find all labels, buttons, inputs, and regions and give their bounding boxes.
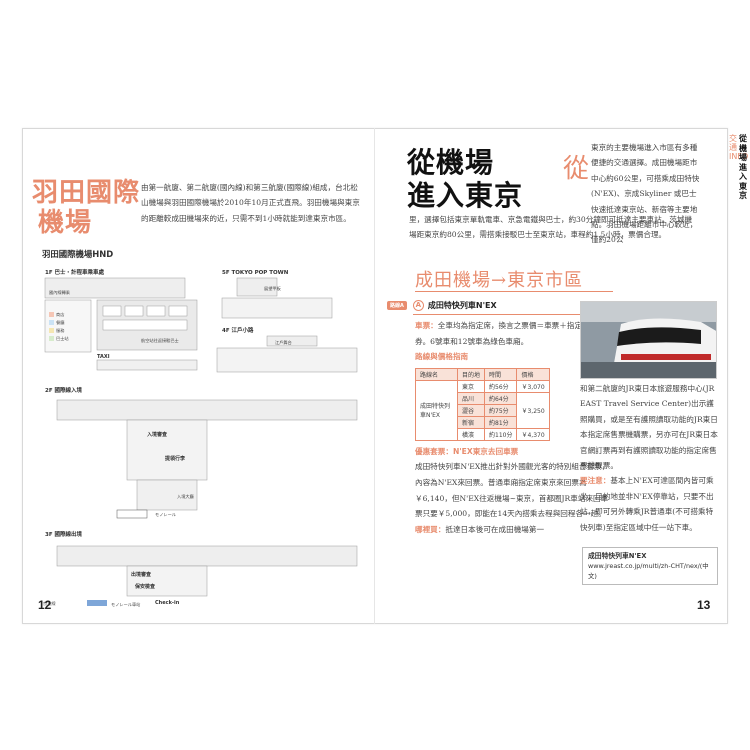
where-label: 哪裡買： [415, 524, 446, 534]
ticket-text: 全車均為指定席，換言之票價＝車票＋指定席特急券。6號車和12號車為綠色車廂。 [415, 321, 605, 346]
left-page: 羽田國際 機場 由第一航廈、第二航廈(國內線)和第三航廈(國際線)組成，台北松山… [22, 128, 374, 624]
floor-map-svg: 1F 巴士・計程車乘車處 國內線轉乘 商店 餐廳 服務 巴士站 TAXI 航空站… [43, 268, 358, 608]
notice-label: 要注意： [580, 476, 611, 486]
train-illustration [581, 302, 716, 378]
purchase-text: 和第二航廈的JR東日本旅遊服務中心(JR EAST Travel Service… [580, 384, 718, 471]
airport-floor-map: 1F 巴士・計程車乘車處 國內線轉乘 商店 餐廳 服務 巴士站 TAXI 航空站… [37, 260, 367, 612]
floor-4f-label: 4F 江戶小路 [222, 326, 254, 334]
page-number-right: 13 [697, 598, 711, 612]
price-table: 路線名 目的地 時間 價格 成田特快列車N'EX 東京 約56分 ￥3,070 … [415, 367, 550, 441]
info-url[interactable]: www.jreast.co.jp/multi/zh-CHT/nex/(中文) [588, 562, 709, 580]
th-route: 路線名 [415, 367, 458, 381]
domestic-bus-label: 國內線轉乘 [49, 289, 71, 296]
legend-restaurant: 餐廳 [56, 319, 65, 326]
section-underline [415, 291, 613, 292]
time-cell: 約56分 [484, 379, 518, 393]
taxi-label: TAXI [97, 354, 110, 360]
where-paragraph: 哪裡買：抵達日本後可在成田機場第一 [387, 522, 615, 538]
route-title: 成田特快列車N'EX [427, 301, 497, 310]
train-photo [580, 301, 717, 379]
departure-label: 出境審查 [131, 571, 152, 578]
promo-heading: 優惠套票：N'EX東京去回車票 [387, 444, 615, 460]
time-cell: 約81分 [484, 415, 518, 429]
price-cell: ￥3,070 [516, 379, 550, 393]
intro-side-text: 東京的主要機場進入市區有多種便捷的交通選擇。成田機場距市中心約60公里，可搭乘成… [591, 143, 700, 245]
floor-3f-label: 3F 國際線出境 [45, 530, 82, 538]
th-dest: 目的地 [456, 367, 486, 381]
dest-cell: 品川 [456, 391, 486, 405]
intro-full-text: 里，選擇包括東京單軌電車、京急電鐵與巴士，約30分鐘即可抵達主要車站。茨城機場距… [409, 215, 693, 240]
price-cell: ￥3,250 [516, 391, 550, 429]
keikyu-label: 京急線 [43, 600, 56, 607]
title-line-1: 羽田國際 [32, 178, 141, 208]
edo-stage-label: 江戶舞台 [275, 339, 292, 346]
table-header-row: 路線名 目的地 時間 價格 [415, 367, 550, 381]
floor-1f-label: 1F 巴士・計程車乘車處 [45, 268, 104, 276]
info-box: 成田特快列車N'EX www.jreast.co.jp/multi/zh-CHT… [582, 547, 718, 585]
page-title-line-2: 進入東京 [407, 179, 524, 212]
promo-label: 優惠套票：N'EX東京去回車票 [415, 446, 519, 456]
promo-text: 成田特快列車N'EX推出針對外國觀光客的特別組合套票，內容為N'EX來回票。普通… [415, 462, 610, 519]
arrival-lobby-label: 入境大廳 [177, 493, 195, 500]
where-text: 抵達日本後可在成田機場第一 [445, 524, 545, 534]
price-guide-heading: 路線與價格指南 [387, 349, 615, 365]
page-title-line-1: 從機場 [407, 146, 495, 179]
monorail-station-label: モノレール車站 [111, 601, 140, 608]
legend-service: 服務 [56, 327, 65, 334]
haneda-body-text: 由第一航廈、第二航廈(國內線)和第三航廈(國際線)組成，台北松山機場與羽田國際機… [141, 183, 360, 223]
floor-5f-label: 5F TOKYO POP TOWN [222, 270, 289, 276]
route-heading: 路線A A 成田特快列車N'EX [387, 300, 615, 311]
side-tab: 交通INFO 從機場進入東京 [726, 128, 750, 304]
route-circle-icon: A [412, 300, 424, 311]
page-number-left: 12 [38, 598, 52, 612]
ticket-paragraph: 車票：全車均為指定席，換言之票價＝車票＋指定席特急券。6號車和12號車為綠色車廂… [387, 318, 615, 349]
price-guide-label: 路線與價格指南 [415, 352, 469, 362]
notice-text: 基本上N'EX可達區間內皆可乘坐，目的地並非N'EX停靠站，只要不出站，即可另外… [580, 476, 714, 532]
drop-cap: 從 [563, 154, 590, 184]
right-column-text: 和第二航廈的JR東日本旅遊服務中心(JR EAST Travel Service… [580, 381, 720, 535]
monorail-label-2f: モノレール [155, 512, 176, 517]
ticket-label: 車票： [415, 321, 438, 330]
time-cell: 約64分 [484, 391, 518, 405]
baggage-label: 提領行李 [165, 455, 186, 462]
observation-label: 展望甲板 [264, 285, 282, 292]
legend-bus: 巴士站 [56, 335, 69, 342]
dest-cell: 東京 [456, 379, 486, 393]
haneda-title: 羽田國際 機場 [32, 178, 162, 238]
side-tab-bold: 從機場進入東京 [739, 134, 747, 200]
map-title: 羽田國際機場HND [42, 249, 114, 259]
time-cell: 約110分 [484, 427, 518, 441]
route-a-box: 路線A A 成田特快列車N'EX 車票：全車均為指定席，換言之票價＝車票＋指定席… [387, 300, 615, 537]
info-title: 成田特快列車N'EX [588, 552, 647, 560]
security-label: 保安檢查 [134, 583, 156, 590]
route-divider [413, 314, 615, 315]
title-line-2: 機場 [38, 208, 93, 238]
right-page: 從機場 進入東京 從 東京的主要機場進入市區有多種便捷的交通選擇。成田機場距市中… [375, 128, 728, 624]
table-row: 橫濱 約110分 ￥4,370 [416, 427, 550, 441]
floor-2f-label: 2F 國際線入境 [45, 386, 82, 394]
th-time: 時間 [484, 367, 518, 381]
immigration-label: 入境審查 [147, 431, 168, 438]
table-row: 澀谷 約75分 [416, 403, 550, 417]
side-tab-small: 交通INFO [729, 134, 749, 161]
price-cell: ￥4,370 [516, 427, 550, 441]
price-table-wrap: 路線名 目的地 時間 價格 成田特快列車N'EX 東京 約56分 ￥3,070 … [387, 367, 615, 441]
dest-cell: 澀谷 [456, 403, 486, 417]
checkin-label: Check-in [155, 600, 180, 606]
legend-shop: 商店 [56, 311, 64, 318]
th-price: 價格 [516, 367, 550, 381]
route-name-cell: 成田特快列車N'EX [415, 379, 458, 441]
dest-cell: 橫濱 [456, 427, 486, 441]
route-tag: 路線A [387, 301, 407, 310]
page-title: 從機場 進入東京 [407, 146, 547, 212]
time-cell: 約75分 [484, 403, 518, 417]
section-title: 成田機場→東京市區 [415, 270, 584, 291]
airport-bus-label: 航空站往返接駁巴士 [141, 337, 179, 344]
table-row: 成田特快列車N'EX 東京 約56分 ￥3,070 [415, 379, 550, 441]
dest-cell: 新宿 [456, 415, 486, 429]
gutter [374, 128, 375, 624]
